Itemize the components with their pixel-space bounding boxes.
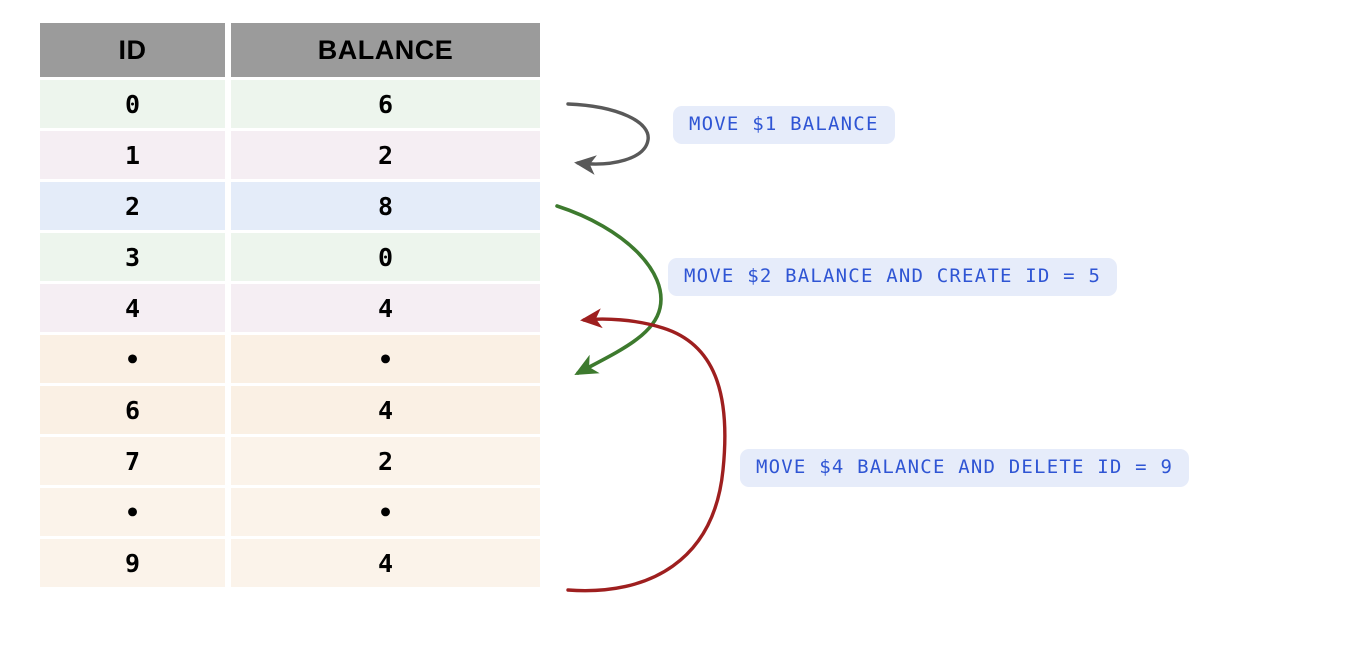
table-row: 2 8	[40, 182, 540, 230]
annotation-move-2: MOVE $2 BALANCE AND CREATE ID = 5	[668, 258, 1118, 296]
table-header-row: ID BALANCE	[40, 23, 540, 77]
table-row: 0 6	[40, 80, 540, 128]
cell-balance: 0	[231, 233, 540, 281]
column-header-id: ID	[40, 23, 225, 77]
cell-id: 6	[40, 386, 225, 434]
cell-balance-ellipsis: •	[231, 488, 540, 536]
cell-balance: 8	[231, 182, 540, 230]
cell-balance: 4	[231, 386, 540, 434]
cell-id: 0	[40, 80, 225, 128]
cell-id-ellipsis: •	[40, 488, 225, 536]
table-row: 1 2	[40, 131, 540, 179]
table-row: 6 4	[40, 386, 540, 434]
cell-balance: 4	[231, 539, 540, 587]
cell-balance: 2	[231, 437, 540, 485]
cell-id: 3	[40, 233, 225, 281]
table-row-ellipsis: • •	[40, 335, 540, 383]
arrow-move-4	[566, 308, 727, 593]
table-row: 9 4	[40, 539, 540, 587]
cell-id: 9	[40, 539, 225, 587]
cell-id-ellipsis: •	[40, 335, 225, 383]
table-row: 7 2	[40, 437, 540, 485]
table-row: 3 0	[40, 233, 540, 281]
cell-id: 1	[40, 131, 225, 179]
cell-balance: 2	[231, 131, 540, 179]
table-row-ellipsis: • •	[40, 488, 540, 536]
annotation-move-1: MOVE $1 BALANCE	[673, 106, 895, 144]
cell-balance: 4	[231, 284, 540, 332]
cell-id: 2	[40, 182, 225, 230]
arrow-move-2	[555, 204, 663, 375]
cell-balance-ellipsis: •	[231, 335, 540, 383]
cell-balance: 6	[231, 80, 540, 128]
balance-table: ID BALANCE 0 6 1 2 2 8 3 0 4 4 • • 6	[40, 23, 540, 590]
annotation-move-4: MOVE $4 BALANCE AND DELETE ID = 9	[740, 449, 1190, 487]
column-header-balance: BALANCE	[231, 23, 540, 77]
cell-id: 4	[40, 284, 225, 332]
table-row: 4 4	[40, 284, 540, 332]
arrow-move-1	[566, 102, 650, 175]
cell-id: 7	[40, 437, 225, 485]
